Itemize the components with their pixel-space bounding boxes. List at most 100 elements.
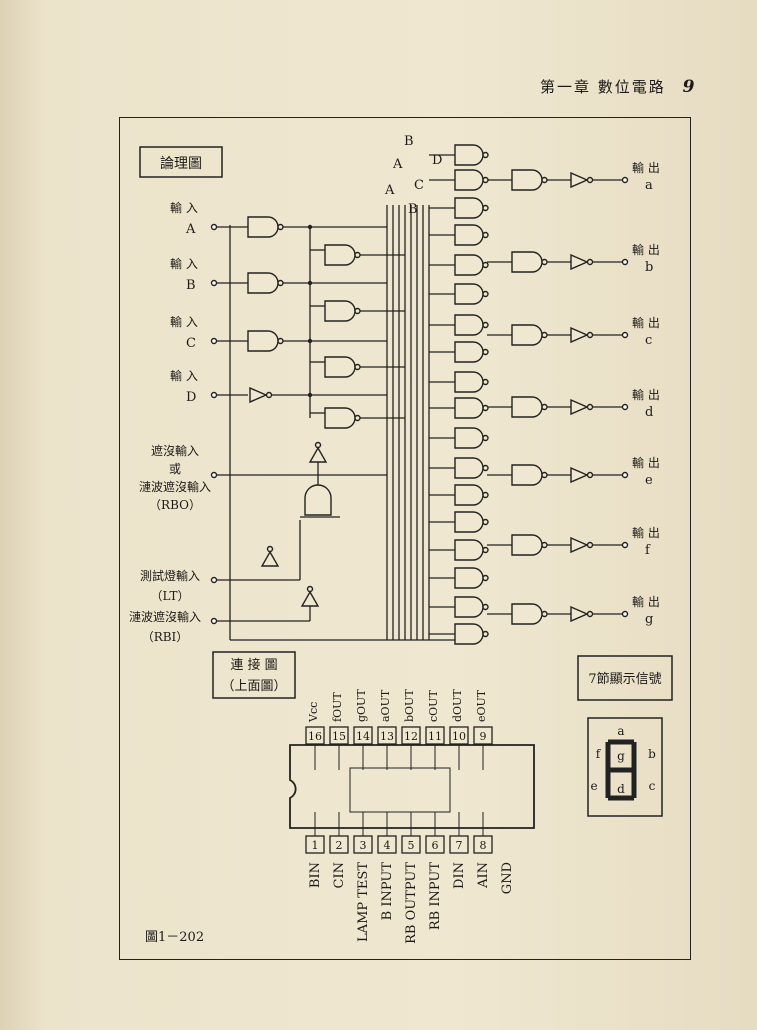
- inversion-bubble: [482, 603, 489, 611]
- inversion-bubble: [586, 610, 594, 618]
- bottom-pin-name: RB INPUT: [428, 862, 443, 930]
- output-name: b: [645, 260, 653, 275]
- segment-label: f: [596, 747, 602, 761]
- output-name: d: [645, 405, 653, 420]
- diagram-labels: 輸 入A輸 入B輸 入C輸 入D遮沒輸入或漣波遮沒輸入（RBO）測試燈輸入（LT…: [129, 134, 660, 644]
- inversion-bubble: [541, 403, 548, 411]
- decode-nand-gate: [454, 567, 484, 589]
- inversion-bubble: [482, 518, 489, 526]
- decode-nand-gate: [454, 169, 484, 191]
- inversion-bubble: [586, 176, 594, 184]
- segment-label: g: [617, 749, 625, 763]
- bottom-pin-name: BIN: [308, 862, 323, 888]
- bottom-pin-name: RB OUTPUT: [404, 862, 419, 944]
- inversion-bubble: [266, 545, 274, 553]
- bottom-pin-number: 8: [480, 839, 487, 852]
- input-inverter: [249, 386, 268, 404]
- ic-body: [289, 744, 535, 829]
- inversion-bubble: [482, 630, 489, 638]
- output-label: 輸 出: [632, 594, 660, 609]
- output-label: 輸 出: [632, 455, 660, 470]
- rbo-label: （RBO）: [149, 498, 201, 512]
- input-name: C: [186, 336, 196, 351]
- inversion-bubble: [354, 307, 361, 315]
- inversion-bubble: [482, 204, 489, 212]
- figure-label: 圖1－202: [145, 930, 204, 945]
- inversion-bubble: [277, 337, 284, 345]
- figure-frame: [119, 117, 691, 960]
- inversion-bubble: [314, 441, 322, 449]
- output-inverter: [570, 398, 589, 416]
- lt-terminal: [210, 576, 218, 584]
- output-label: 輸 出: [632, 160, 660, 175]
- ic-die: [349, 767, 451, 813]
- buffer-nand-gate: [324, 407, 356, 429]
- output-inverter: [570, 536, 589, 554]
- rbi-terminal: [210, 617, 218, 625]
- output-name: c: [645, 333, 652, 348]
- inversion-bubble: [482, 491, 489, 499]
- buffer-nand-gate: [324, 244, 356, 266]
- bottom-pin-name: CIN: [332, 862, 347, 888]
- output-terminal: [621, 471, 629, 479]
- input-name: D: [186, 390, 196, 405]
- inversion-bubble: [482, 176, 489, 184]
- decode-nand-gate: [454, 623, 484, 645]
- inversion-bubble: [277, 279, 284, 287]
- bottom-pin-number: 1: [312, 839, 319, 852]
- inversion-bubble: [482, 290, 489, 298]
- top-pin-name: gOUT: [355, 689, 368, 722]
- bus-letter: D: [432, 153, 442, 168]
- lt-inverter: [260, 550, 280, 567]
- segment-label: a: [617, 724, 624, 738]
- ic-package: 16Vcc15fOUT14gOUT13aOUT12bOUT11cOUT10dOU…: [289, 689, 535, 944]
- lt-label: 測試燈輸入: [140, 568, 200, 583]
- gate-array: [210, 144, 629, 645]
- output-name: a: [645, 178, 653, 193]
- inversion-bubble: [541, 176, 548, 184]
- rbo-label: 遮沒輸入: [151, 443, 199, 458]
- connection-title-box: [212, 651, 296, 699]
- logic-title-box: [139, 146, 223, 178]
- inversion-bubble: [482, 574, 489, 582]
- input-label: 輸 入: [170, 256, 198, 271]
- lt-label: （LT）: [151, 589, 190, 603]
- decode-nand-gate: [454, 397, 484, 419]
- inversion-bubble: [541, 610, 548, 618]
- inversion-bubble: [482, 321, 489, 329]
- page-number: 9: [682, 77, 697, 97]
- top-pin-name: fOUT: [331, 692, 344, 722]
- decode-nand-gate: [454, 484, 484, 506]
- inversion-bubble: [586, 471, 594, 479]
- output-name: e: [645, 473, 653, 488]
- decode-nand-gate: [454, 224, 484, 246]
- inversion-bubble: [482, 151, 489, 159]
- output-label: 輸 出: [632, 242, 660, 257]
- decode-nand-gate: [454, 457, 484, 479]
- output-name: g: [645, 612, 653, 627]
- connection-title: 連 接 圖: [230, 657, 277, 673]
- top-pin-number: 13: [380, 730, 394, 743]
- output-label: 輸 出: [632, 387, 660, 402]
- seven-seg-title-box: [577, 655, 673, 701]
- output-label: 輸 出: [632, 525, 660, 540]
- inversion-bubble: [265, 391, 273, 399]
- inversion-bubble: [482, 546, 489, 554]
- top-pin-number: 10: [452, 730, 466, 743]
- output-inverter: [570, 171, 589, 189]
- output-inverter: [570, 605, 589, 623]
- input-terminal: [210, 391, 218, 399]
- output-terminal: [621, 541, 629, 549]
- decode-nand-gate: [454, 596, 484, 618]
- bus-letter: B: [404, 134, 414, 149]
- inversion-bubble: [482, 464, 489, 472]
- top-pin-name: eOUT: [475, 689, 488, 722]
- top-pin-name: dOUT: [451, 689, 464, 722]
- decode-nand-gate: [454, 314, 484, 336]
- output-and-gate: [511, 603, 543, 625]
- output-inverter: [570, 326, 589, 344]
- output-terminal: [621, 331, 629, 339]
- segment-label: d: [617, 782, 625, 796]
- bottom-pin-number: 7: [456, 839, 463, 852]
